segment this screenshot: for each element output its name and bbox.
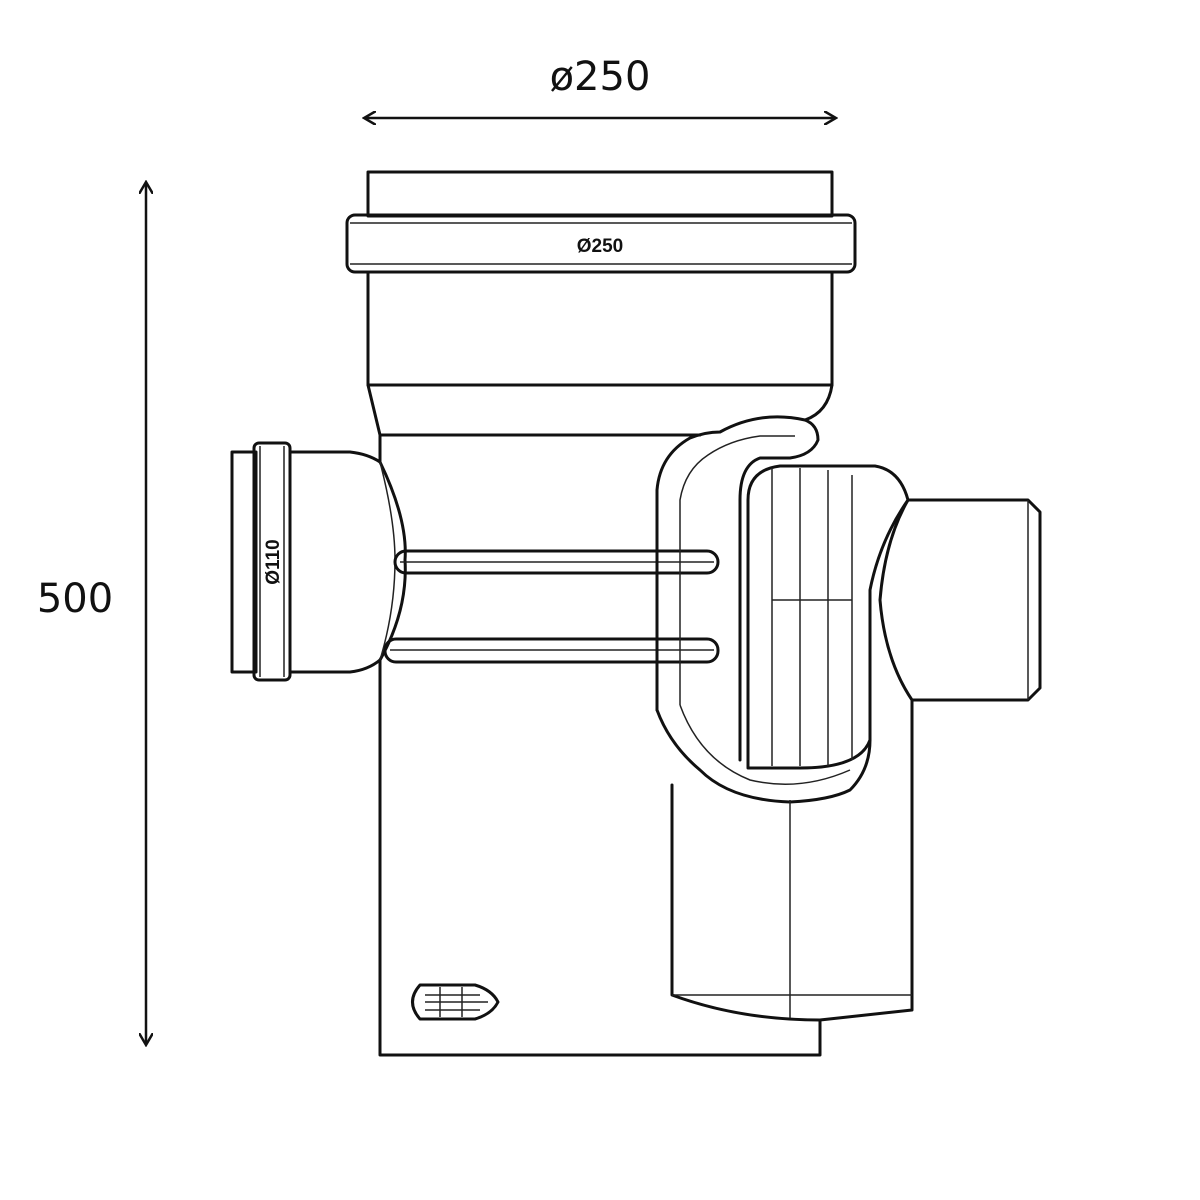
main-body [378, 433, 822, 1057]
reinforcing-ribs [383, 549, 720, 664]
width-dimension-label: ø250 [550, 54, 651, 100]
top-socket-label: Ø250 [577, 236, 623, 257]
siphon-trap [655, 415, 910, 804]
outlet-spigot [878, 498, 1042, 702]
base-label-boss [411, 983, 500, 1021]
lower-right-chamber [670, 698, 914, 1022]
width-dimension: ø250 [364, 54, 836, 118]
side-inlet-label: Ø110 [263, 539, 284, 584]
side-seal-ring [252, 441, 292, 682]
height-dimension-label: 500 [37, 576, 113, 622]
side-inlet: Ø110 [230, 441, 407, 682]
height-dimension: 500 [37, 182, 146, 1045]
top-socket: Ø250 [345, 170, 857, 437]
top-seal-ring [345, 213, 857, 274]
